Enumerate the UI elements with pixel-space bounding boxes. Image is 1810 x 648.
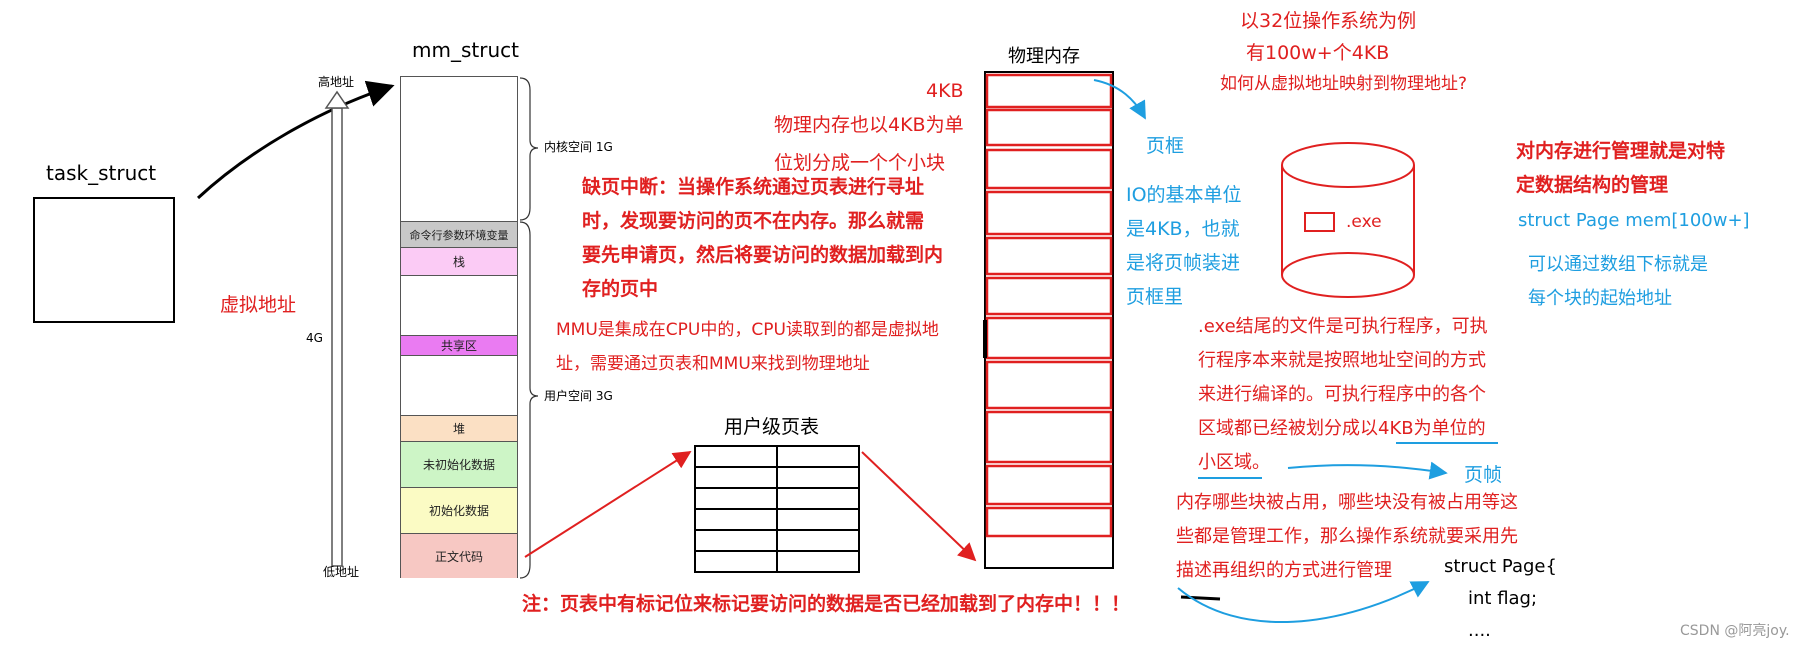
struct-page-code: struct Page{ int flag; ....: [1444, 556, 1557, 641]
kernel-brace: [519, 77, 539, 221]
virtual-address-label: 虚拟地址: [220, 294, 297, 316]
segment-bss: 未初始化数据: [401, 441, 517, 487]
io-unit-note: IO的基本单位 是4KB，也就 是将页帧装进 页框里: [1126, 184, 1242, 308]
watermark: CSDN @阿亮joy.: [1680, 623, 1790, 639]
page-table-title: 用户级页表: [724, 416, 820, 438]
block-size-label: 4KB: [926, 80, 964, 102]
top-note-32bit: 以32位操作系统为例: [1240, 10, 1417, 32]
to-struct-arrow: [1177, 581, 1430, 624]
segment-data: 初始化数据: [401, 487, 517, 533]
size-label: 4G: [306, 331, 323, 345]
mm-struct-column: 命令行参数环境变量 栈 共享区 堆 未初始化数据 初始化数据 正文代码: [400, 76, 518, 578]
disk-cylinder: [1281, 142, 1415, 298]
physical-memory-desc: 物理内存也以4KB为单 位划分成一个个小块: [774, 114, 964, 174]
high-address-label: 高地址: [318, 75, 355, 89]
footer-note: 注：页表中有标记位来标记要访问的数据是否已经加载到了内存中！！！: [522, 593, 1131, 615]
segment-shared: 共享区: [401, 335, 517, 355]
physical-memory-title: 物理内存: [1008, 46, 1080, 67]
mm-struct-title: mm_struct: [412, 38, 519, 62]
address-bar-head: [324, 90, 350, 109]
page-table-grid: [694, 445, 860, 573]
task-struct-title: task_struct: [46, 161, 157, 185]
top-note-count: 有100w+个4KB: [1246, 42, 1390, 64]
index-note: 可以通过数组下标就是 每个块的起始地址: [1528, 254, 1708, 309]
physical-memory-column: [983, 71, 1114, 569]
segment-heap: 堆: [401, 415, 517, 441]
exe-file-label: .exe: [1346, 212, 1382, 232]
exe-description: .exe结尾的文件是可执行程序，可执 行程序本来就是按照地址空间的方式 来进行编…: [1198, 316, 1488, 473]
page-frame-label: 页帧: [1464, 464, 1503, 486]
dash-mark: [1180, 595, 1221, 601]
occupancy-note: 内存哪些块被占用，哪些块没有被占用等这 些都是管理工作，那么操作系统就要采用先 …: [1176, 492, 1518, 581]
task-to-mm-arrow: [196, 80, 395, 200]
segment-text: 正文代码: [401, 533, 517, 578]
page-frame-arrow: [1287, 461, 1448, 480]
user-space-label: 用户空间 3G: [544, 389, 613, 403]
segment-gap-1: [401, 275, 517, 335]
task-struct-box: [33, 197, 175, 323]
page-array-decl: struct Page mem[100w+]: [1518, 210, 1750, 231]
code-to-pagetable-arrow: [524, 451, 692, 558]
segment-gap-2: [401, 355, 517, 415]
frame-pointer-arrow: [1093, 79, 1146, 120]
kernel-space-label: 内核空间 1G: [544, 140, 613, 154]
pagetable-to-memory-arrow: [861, 451, 977, 562]
page-fault-note: 缺页中断：当操作系统通过页表进行寻址 时，发现要访问的页不在内存。那么就需 要先…: [582, 176, 944, 300]
segment-cmdline-env: 命令行参数环境变量: [401, 221, 517, 247]
low-address-label: 低地址: [323, 565, 360, 579]
segment-stack: 栈: [401, 247, 517, 275]
user-brace: [519, 221, 539, 579]
top-note-question: 如何从虚拟地址映射到物理地址?: [1220, 74, 1468, 94]
address-bar: [331, 107, 343, 567]
frame-label: 页框: [1146, 135, 1185, 157]
mmu-note: MMU是集成在CPU中的，CPU读取到的都是虚拟地 址，需要通过页表和MMU来找…: [556, 320, 939, 374]
manage-note: 对内存进行管理就是对特 定数据结构的管理: [1516, 140, 1726, 196]
